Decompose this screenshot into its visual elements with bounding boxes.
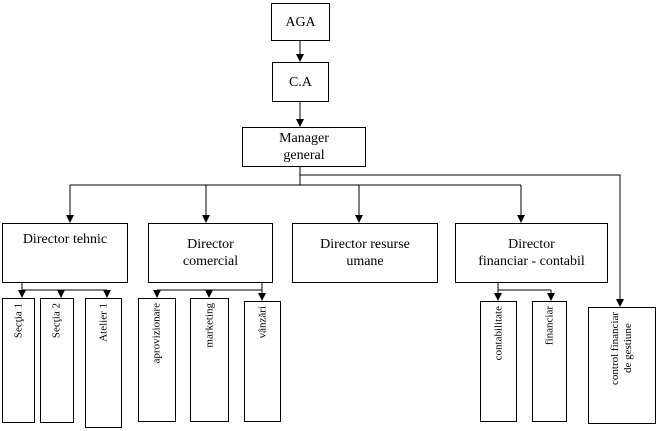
node-marketing: marketing: [190, 298, 229, 422]
node-director-tehnic-label: Director tehnic: [22, 232, 108, 247]
node-director-financiar-line1: Director: [508, 237, 555, 252]
node-sectia-1-label: Secţia 1: [12, 303, 24, 339]
node-ca-label: C.A: [289, 74, 312, 90]
node-control-line2: de gestiune: [622, 323, 634, 374]
node-control-line1: control financiar: [609, 312, 621, 385]
node-atelier-1-label: Atelier 1: [97, 303, 109, 342]
node-marketing-label: marketing: [203, 303, 215, 348]
node-ca: C.A: [272, 62, 329, 102]
node-director-comercial-line1: Director: [187, 237, 234, 252]
node-sectia-2: Secţia 2: [40, 298, 74, 423]
node-director-financiar-line2: financiar - contabil: [478, 254, 585, 269]
node-financiar: financiar: [532, 301, 567, 422]
connector-financiar-units: [497, 283, 551, 291]
node-control-label-group: control financiar de gestiune: [609, 312, 635, 385]
connector-manager-control: [300, 174, 624, 307]
node-manager-line2: general: [283, 148, 325, 163]
node-vanzari-label: vânzări: [256, 306, 268, 339]
node-director-tehnic: Director tehnic: [2, 223, 128, 283]
node-atelier-1: Atelier 1: [85, 298, 122, 428]
node-financiar-label: financiar: [543, 306, 555, 346]
node-aprovizionare-label: aprovizionare: [150, 303, 163, 364]
node-aga: AGA: [271, 3, 330, 41]
node-control-financiar-de-gestiune: control financiar de gestiune: [588, 307, 656, 424]
node-director-comercial-line2: comercial: [182, 254, 239, 269]
connector-tehnic-units: [21, 283, 107, 291]
node-aprovizionare: aprovizionare: [138, 298, 176, 422]
node-vanzari: vânzări: [244, 301, 281, 422]
node-manager-line1: Manager: [279, 131, 329, 146]
node-contabilitate: contabilitate: [480, 301, 517, 422]
node-director-resurse-line2: umane: [346, 254, 384, 269]
node-manager-general: Manager general: [242, 127, 366, 167]
node-sectia-1: Secţia 1: [2, 298, 35, 423]
node-director-financiar-contabil: Director financiar - contabil: [455, 223, 608, 283]
node-contabilitate-label: contabilitate: [492, 306, 504, 361]
node-sectia-2-label: Secţia 2: [50, 303, 63, 339]
node-director-comercial: Director comercial: [148, 223, 273, 283]
node-director-resurse-line1: Director resurse: [320, 237, 410, 252]
node-director-resurse-umane: Director resurse umane: [292, 223, 438, 283]
node-aga-label: AGA: [285, 14, 316, 30]
